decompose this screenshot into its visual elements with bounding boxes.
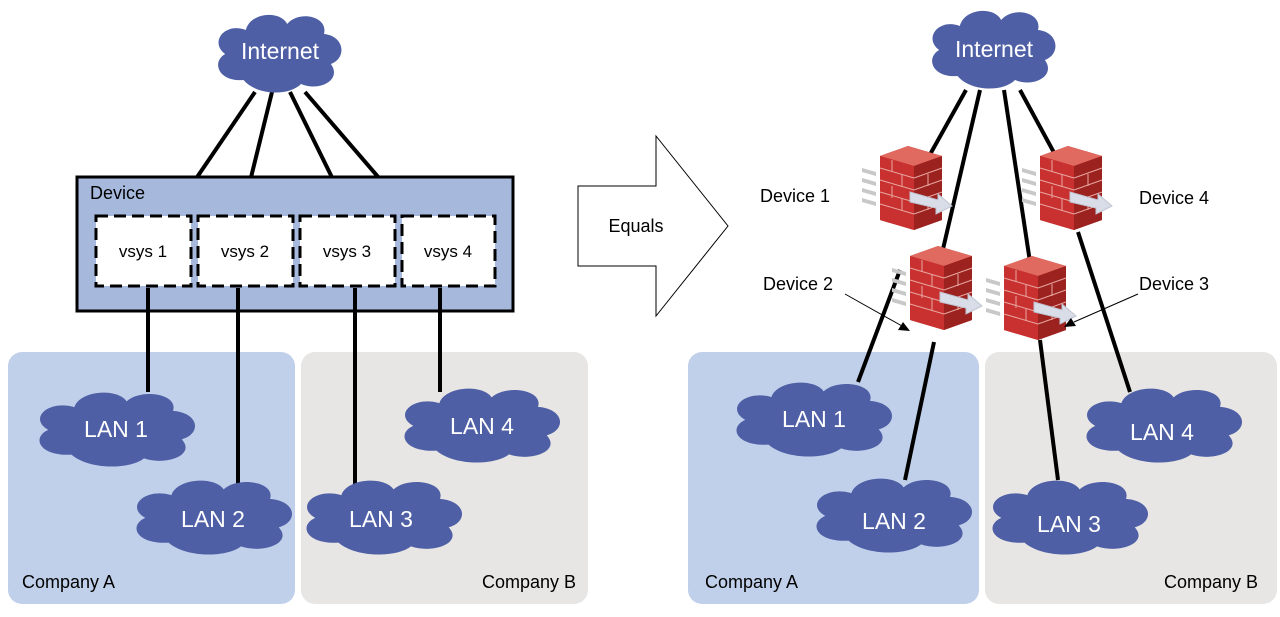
- company-a-label-right: Company A: [705, 572, 798, 592]
- vsys-label-3: vsys 3: [323, 242, 371, 261]
- pointer-arrows: [844, 293, 1139, 331]
- vsys-label-1: vsys 1: [119, 242, 167, 261]
- lan1-cloud-right: LAN 1: [736, 382, 893, 457]
- equals-label: Equals: [608, 216, 663, 236]
- company-b-area: [301, 352, 588, 604]
- lan3-cloud-right: LAN 3: [992, 480, 1149, 555]
- svg-text:LAN 4: LAN 4: [1130, 419, 1194, 445]
- device-1-label: Device 1: [760, 186, 830, 206]
- svg-text:Internet: Internet: [955, 36, 1034, 62]
- lan2-cloud-left: LAN 2: [136, 480, 293, 555]
- vsys-box-3: [298, 214, 397, 288]
- svg-text:LAN 2: LAN 2: [181, 506, 245, 532]
- vsys-box-4: [400, 214, 497, 288]
- svg-text:LAN 3: LAN 3: [349, 506, 413, 532]
- firewall-device-4-icon: [1021, 145, 1113, 231]
- device-2-label: Device 2: [763, 274, 833, 294]
- vsys-label-4: vsys 4: [424, 242, 472, 261]
- firewall-device-2-icon: [891, 245, 983, 331]
- svg-text:LAN 1: LAN 1: [782, 406, 846, 432]
- vsys-box-2: [196, 214, 295, 288]
- company-b-label-left: Company B: [482, 572, 576, 592]
- lan3-cloud-left: LAN 3: [306, 480, 463, 555]
- lan4-cloud-right: LAN 4: [1086, 388, 1243, 463]
- company-a-label-left: Company A: [22, 572, 115, 592]
- vsys-group: vsys 1 vsys 2 vsys 3 vsys 4: [94, 214, 497, 288]
- lan2-cloud-right: LAN 2: [816, 478, 973, 553]
- internet-cloud-left: Internet: [218, 14, 342, 93]
- lan1-cloud-left: LAN 1: [39, 392, 196, 467]
- svg-text:LAN 1: LAN 1: [84, 416, 148, 442]
- svg-text:LAN 3: LAN 3: [1037, 511, 1101, 537]
- internet-cloud-right: Internet: [932, 10, 1056, 89]
- company-b-label-right: Company B: [1164, 572, 1258, 592]
- svg-text:LAN 2: LAN 2: [862, 508, 926, 534]
- lan4-cloud-left: LAN 4: [404, 388, 561, 463]
- svg-text:LAN 4: LAN 4: [450, 413, 514, 439]
- device-links: [856, 89, 1132, 481]
- firewall-device-1-icon: [861, 145, 953, 231]
- device-label: Device: [90, 183, 145, 203]
- firewall-device-3-icon: [985, 255, 1077, 341]
- vsys-box-1: [94, 214, 193, 288]
- lan-links: [146, 288, 442, 488]
- company-a-area: [8, 352, 295, 604]
- device-4-label: Device 4: [1139, 188, 1209, 208]
- svg-text:Internet: Internet: [241, 38, 320, 64]
- equals-arrow: Equals: [577, 134, 729, 318]
- vsys-label-2: vsys 2: [221, 242, 269, 261]
- device-3-label: Device 3: [1139, 274, 1209, 294]
